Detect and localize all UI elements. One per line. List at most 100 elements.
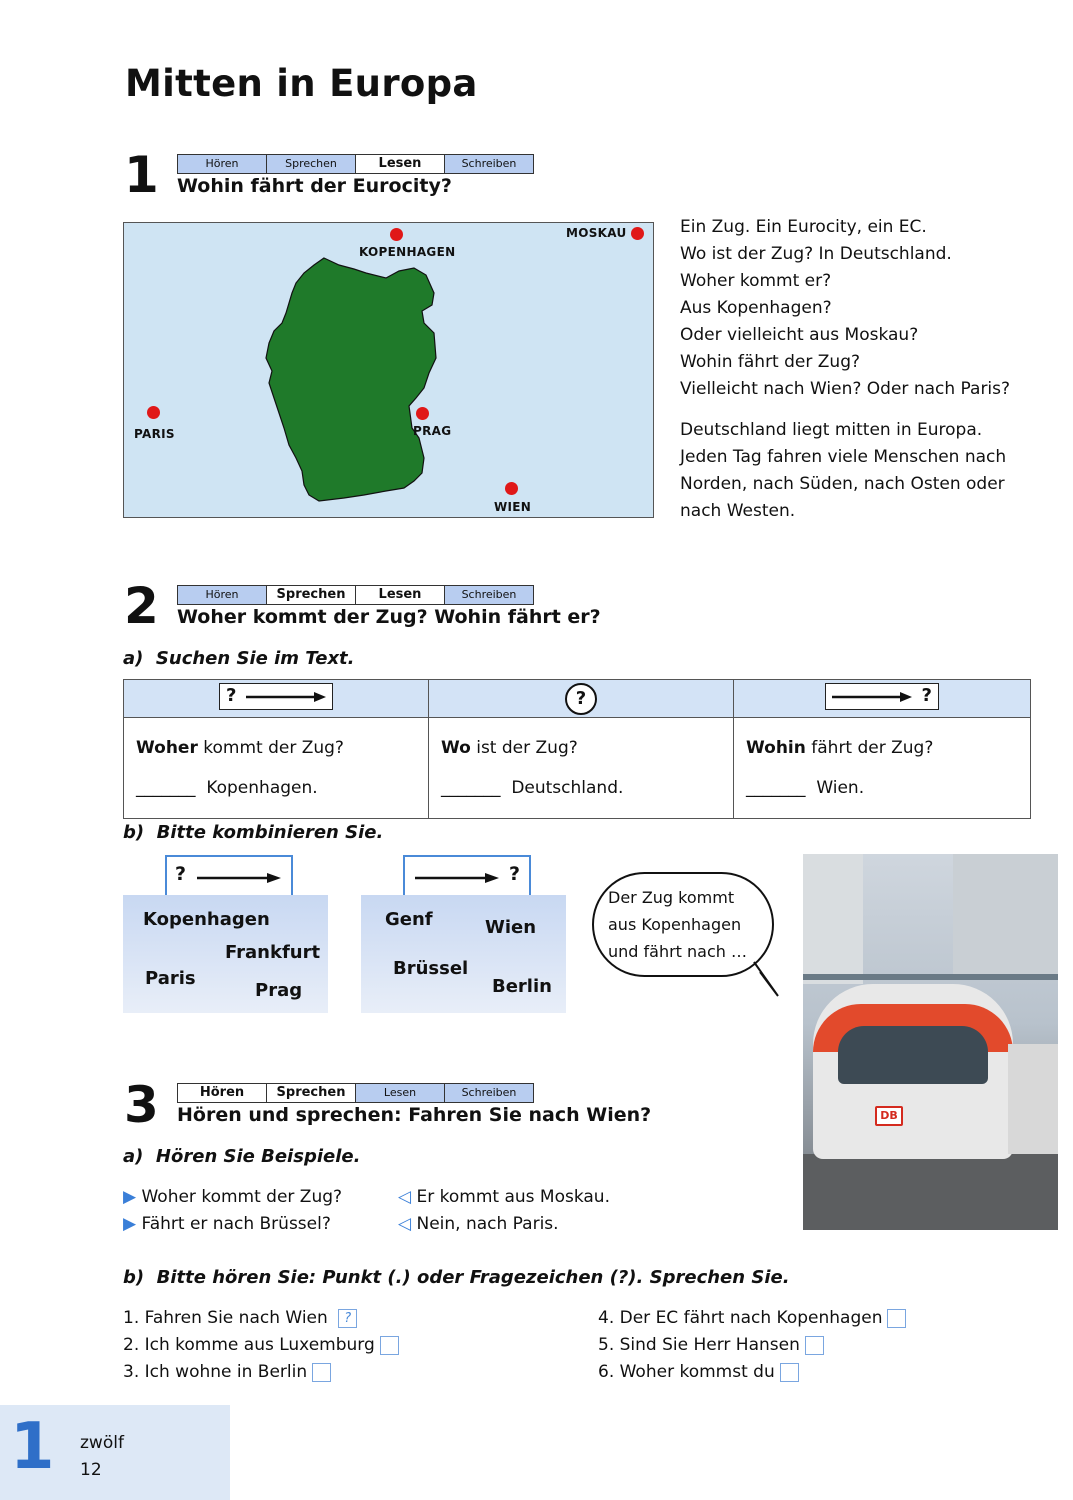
text-line: Norden, nach Süden, nach Osten oder: [680, 474, 1005, 494]
text-line: Aus Kopenhagen?: [680, 298, 832, 318]
catenary: [803, 974, 1058, 980]
skill-sprechen: Sprechen: [267, 586, 356, 604]
speech-bubble: Der Zug kommt aus Kopenhagen und fährt n…: [592, 872, 774, 977]
train-window: [838, 1026, 988, 1084]
train-photo: DB: [803, 854, 1058, 1230]
exercise-3-number: 3: [124, 1076, 159, 1134]
question-circle-icon: ?: [565, 682, 597, 715]
example-2-answer: ◁ Nein, nach Paris.: [398, 1211, 559, 1238]
answer-text: Deutschland.: [511, 778, 624, 798]
item-text: 1. Fahren Sie nach Wien: [123, 1308, 328, 1328]
city-prag[interactable]: Prag: [255, 980, 303, 1001]
to-cities-cloud: Genf Wien Brüssel Berlin: [361, 895, 566, 1013]
item-text: 2. Ich komme aus Luxemburg: [123, 1335, 375, 1355]
item-text: 3. Ich wohne in Berlin: [123, 1362, 308, 1382]
question-rest: fährt der Zug?: [805, 738, 934, 758]
answer-box[interactable]: [887, 1308, 907, 1328]
city-kopenhagen[interactable]: Kopenhagen: [143, 909, 270, 930]
task-label: b): [123, 1267, 145, 1288]
footer-band: [0, 1405, 230, 1500]
city-paris[interactable]: Paris: [145, 968, 196, 989]
cell-wohin: Wohin fährt der Zug? _______ Wien.: [733, 717, 1031, 819]
from-cities-cloud: Kopenhagen Frankfurt Paris Prag: [123, 895, 328, 1013]
page-number: zwölf 12: [80, 1430, 124, 1484]
city-frankfurt[interactable]: Frankfurt: [225, 942, 321, 963]
task-text: Hören Sie Beispiele.: [155, 1146, 361, 1167]
answer-box[interactable]: [379, 1335, 399, 1355]
skill-bar-2: Hören Sprechen Lesen Schreiben: [177, 585, 534, 605]
answer-text: Wien.: [816, 778, 865, 798]
bubble-line: aus Kopenhagen: [608, 915, 742, 934]
text-line: Wohin fährt der Zug?: [680, 352, 861, 372]
city-dot-prag: [416, 407, 429, 420]
answer-text: Kopenhagen.: [206, 778, 318, 798]
skill-lesen: Lesen: [356, 586, 445, 604]
play-triangle-icon: ▶: [123, 1214, 137, 1234]
question-mark: ?: [175, 863, 187, 885]
skill-bar-1: Hören Sprechen Lesen Schreiben: [177, 154, 534, 174]
question-rest: kommt der Zug?: [197, 738, 344, 758]
task-2a-heading: a) Suchen Sie im Text.: [123, 648, 355, 669]
item-text: 6. Woher kommst du: [598, 1362, 775, 1382]
task-label: b): [123, 822, 145, 843]
map-label-moskau: MOSKAU: [566, 226, 627, 240]
text-line: Vielleicht nach Wien? Oder nach Paris?: [680, 379, 1011, 399]
list-item-2: 2. Ich komme aus Luxemburg: [123, 1332, 399, 1359]
question-arrow-icon: ?: [219, 683, 333, 710]
task-text: Suchen Sie im Text.: [155, 648, 355, 669]
text-line: Deutschland liegt mitten in Europa.: [680, 420, 983, 440]
question-table: ? ? ? Woher kommt der Zug? _______ Kopen…: [123, 679, 1031, 819]
answer-box[interactable]: [312, 1362, 332, 1382]
play-triangle-icon: ▶: [123, 1187, 137, 1207]
from-arrow-box: ?: [165, 855, 293, 897]
example-answer: Er kommt aus Moskau.: [416, 1187, 610, 1207]
example-1-answer: ◁ Er kommt aus Moskau.: [398, 1184, 610, 1211]
answer-box[interactable]: ?: [338, 1308, 358, 1328]
task-2b-heading: b) Bitte kombinieren Sie.: [123, 822, 383, 843]
map-label-kopenhagen: KOPENHAGEN: [359, 245, 456, 259]
arrow-right-icon: [197, 873, 281, 883]
building-left: [803, 854, 863, 984]
answer-box[interactable]: [804, 1335, 824, 1355]
answer-triangle-icon: ◁: [398, 1187, 412, 1207]
task-label: a): [123, 648, 144, 669]
answer-blank[interactable]: _______: [746, 778, 806, 798]
example-1: ▶ Woher kommt der Zug?: [123, 1184, 342, 1211]
city-dot-wien: [505, 482, 518, 495]
cell-wo: Wo ist der Zug? _______ Deutschland.: [428, 717, 734, 819]
question-rest: ist der Zug?: [470, 738, 578, 758]
question-word: Wohin: [746, 738, 806, 758]
city-bruessel[interactable]: Brüssel: [393, 958, 469, 979]
page-word: zwölf: [80, 1433, 124, 1453]
to-arrow-box: ?: [403, 855, 531, 897]
task-text: Bitte kombinieren Sie.: [156, 822, 384, 843]
city-wien[interactable]: Wien: [485, 917, 537, 938]
page-digit: 12: [80, 1460, 102, 1480]
header-wo: ?: [428, 679, 734, 718]
map-label-prag: PRAG: [413, 424, 452, 438]
answer-blank[interactable]: _______: [441, 778, 501, 798]
skill-schreiben: Schreiben: [445, 155, 533, 173]
city-genf[interactable]: Genf: [385, 909, 433, 930]
text-line: Oder vielleicht aus Moskau?: [680, 325, 919, 345]
exercise-1-title: Wohin fährt der Eurocity?: [177, 175, 452, 197]
platform: [803, 1154, 1058, 1230]
header-woher: ?: [123, 679, 429, 718]
skill-sprechen: Sprechen: [267, 1084, 356, 1102]
city-dot-moskau: [631, 227, 644, 240]
task-label: a): [123, 1146, 144, 1167]
answer-blank[interactable]: _______: [136, 778, 196, 798]
task-3a-heading: a) Hören Sie Beispiele.: [123, 1146, 360, 1167]
example-question: Woher kommt der Zug?: [141, 1187, 343, 1207]
exercise-1-number: 1: [124, 146, 159, 204]
skill-hoeren: Hören: [178, 155, 267, 173]
item-text: 4. Der EC fährt nach Kopenhagen: [598, 1308, 883, 1328]
answer-box[interactable]: [779, 1362, 799, 1382]
city-berlin[interactable]: Berlin: [492, 976, 552, 997]
page-title: Mitten in Europa: [125, 62, 478, 105]
answer-triangle-icon: ◁: [398, 1214, 412, 1234]
map-label-paris: PARIS: [134, 427, 175, 441]
skill-sprechen: Sprechen: [267, 155, 356, 173]
exercise-3-title: Hören und sprechen: Fahren Sie nach Wien…: [177, 1104, 652, 1126]
arrow-right-icon: [415, 873, 499, 883]
